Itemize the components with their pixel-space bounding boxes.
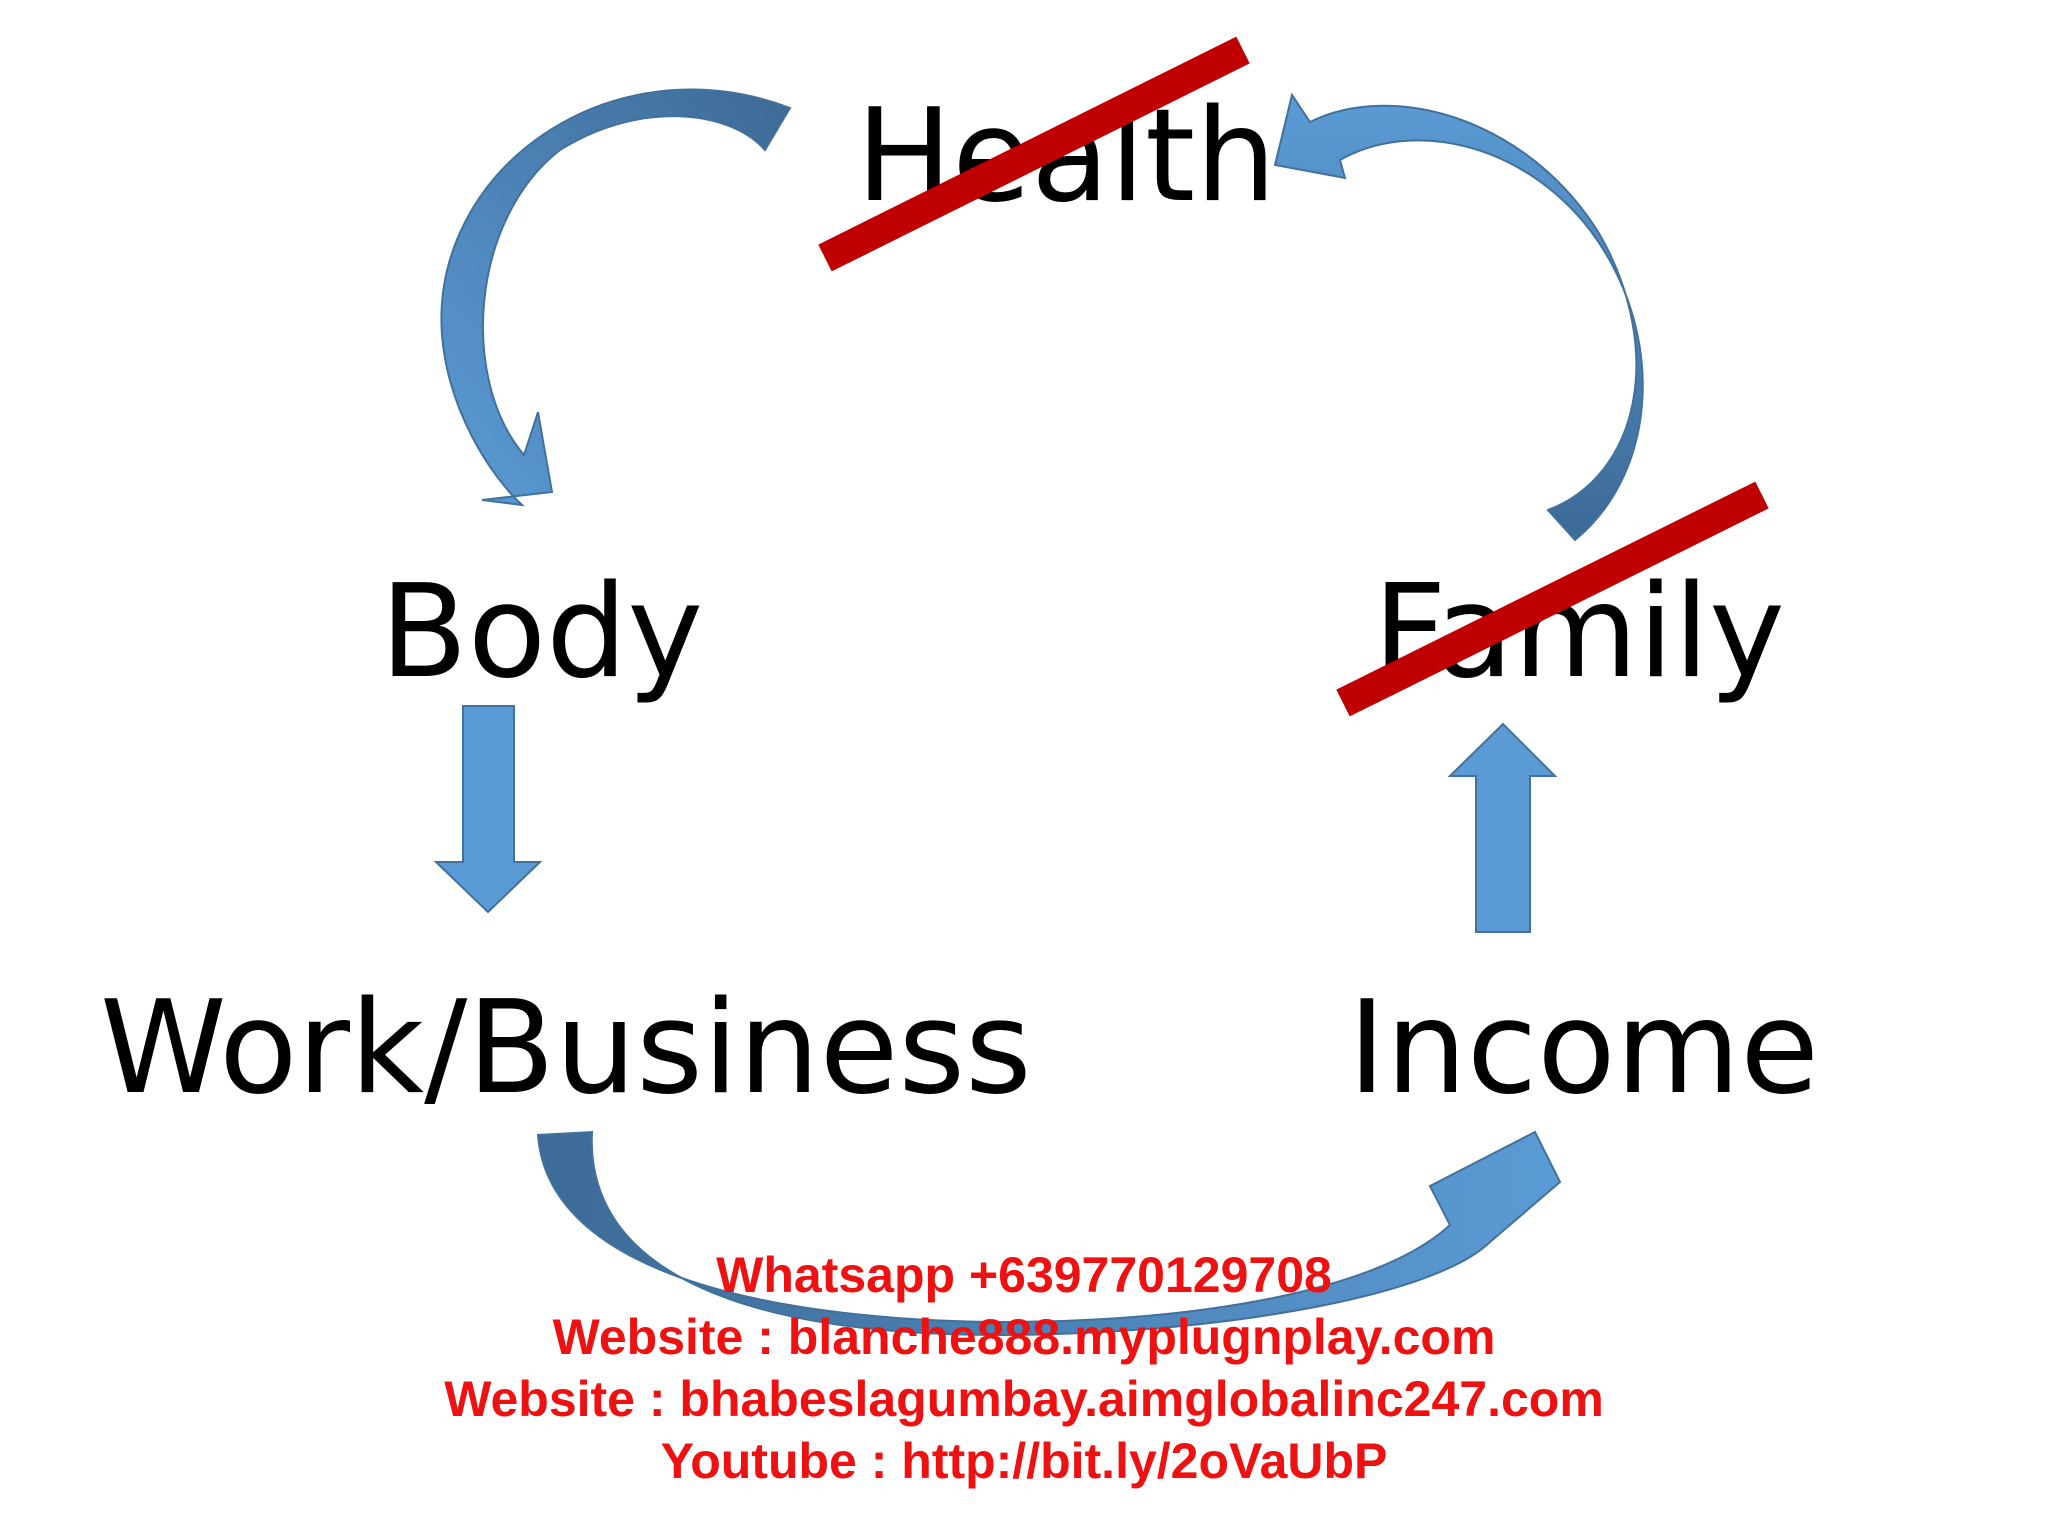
node-income: Income [1348,974,1819,1123]
strike-family [1336,481,1769,717]
whatsapp-contact: Whatsapp +639770129708 [716,1247,1332,1303]
curved-arrow-health-to-body [440,88,792,507]
curved-arrow-family-to-health [1273,92,1644,542]
youtube-link[interactable]: Youtube : http://bit.ly/2oVaUbP [660,1433,1388,1489]
straight-arrow-income-to-family [1447,722,1558,933]
strike-health [818,36,1250,272]
curved-arrow-work-to-income [536,1130,1562,1337]
node-work-business: Work/Business [100,974,1032,1123]
straight-arrow-body-to-work [433,705,543,914]
website-link-1[interactable]: Website : blanche888.myplugnplay.com [552,1309,1496,1365]
node-body: Body [380,558,703,707]
website-link-2[interactable]: Website : bhabeslagumbay.aimglobalinc247… [444,1371,1604,1427]
